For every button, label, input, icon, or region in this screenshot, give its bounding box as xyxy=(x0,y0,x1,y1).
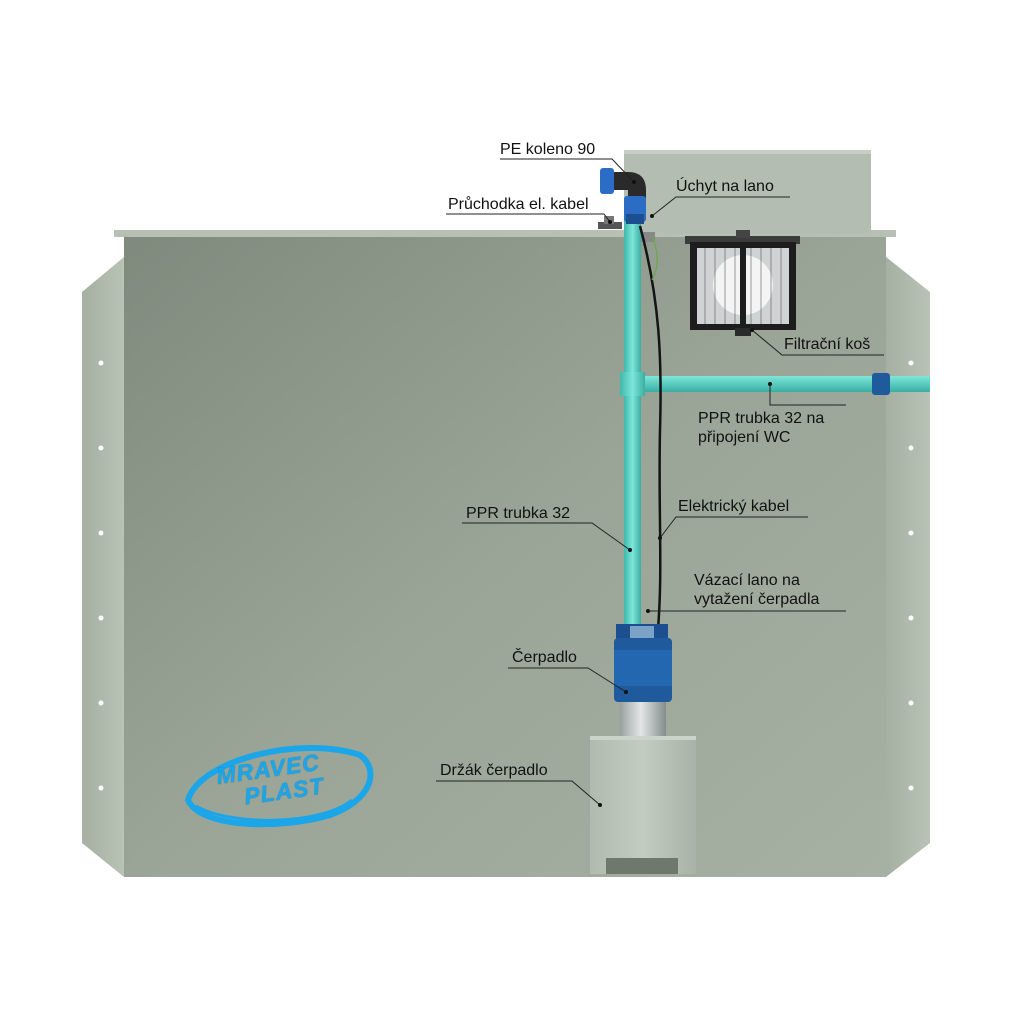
label-kabel: Elektrický kabel xyxy=(678,498,790,515)
label-pruchodka: Průchodka el. kabel xyxy=(448,196,589,213)
label-ppr-wc: PPR trubka 32 na připojení WC xyxy=(698,410,825,446)
label-lano: Vázací lano na vytažení čerpadla xyxy=(694,572,820,608)
ppr-pipe-wc xyxy=(634,373,930,395)
label-drzak: Držák čerpadlo xyxy=(440,762,548,779)
label-filtracni-kos: Filtrační koš xyxy=(784,336,871,353)
leader-ppr xyxy=(462,522,631,551)
label-cerpadlo: Čerpadlo xyxy=(512,649,577,666)
leader-pruchodka xyxy=(446,213,611,223)
mravec-plast-logo xyxy=(184,745,374,828)
label-pe-koleno: PE koleno 90 xyxy=(500,141,596,158)
tank xyxy=(82,230,930,877)
label-uchyt: Úchyt na lano xyxy=(676,178,774,195)
rope-hook xyxy=(641,232,655,242)
rope xyxy=(651,235,658,281)
leader-filtracni-kos xyxy=(751,329,884,356)
label-ppr: PPR trubka 32 xyxy=(466,505,571,522)
pump xyxy=(614,624,672,740)
leader-kabel xyxy=(659,516,808,539)
leader-drzak xyxy=(436,780,601,806)
leader-cerpadlo xyxy=(508,667,627,693)
electric-cable xyxy=(638,225,662,651)
leader-ppr-wc xyxy=(769,384,846,406)
tank-back-wall xyxy=(124,235,886,877)
tank-left-wall xyxy=(82,257,124,877)
tank-right-wall xyxy=(886,257,930,877)
pump-holder xyxy=(590,736,696,874)
leader-uchyt xyxy=(651,196,790,217)
inlet-box xyxy=(624,150,871,234)
leader-lines xyxy=(436,158,884,806)
leader-pe-koleno xyxy=(500,158,635,183)
leader-dots xyxy=(598,180,772,807)
pe-elbow xyxy=(600,168,646,224)
filter-basket xyxy=(685,230,800,336)
ppr-pipe-vertical xyxy=(620,218,645,630)
tank-rim xyxy=(114,230,896,237)
tank-bolts xyxy=(98,360,914,791)
